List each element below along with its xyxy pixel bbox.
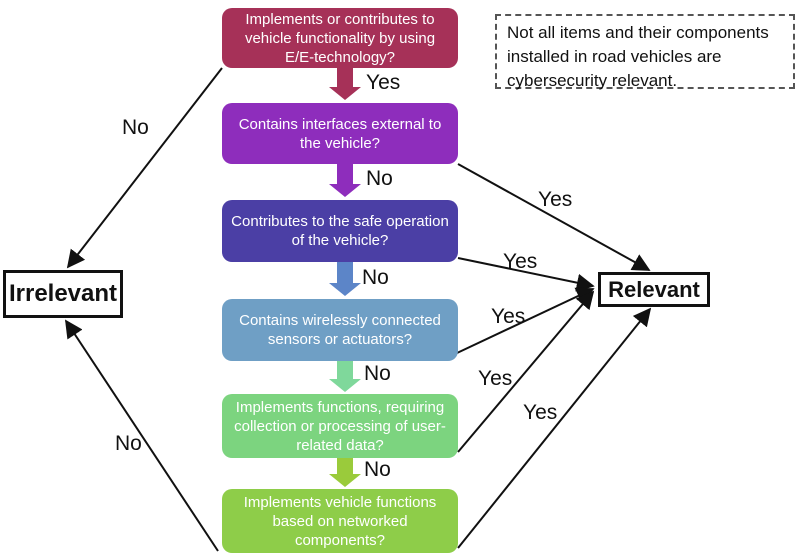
edge-q1-no-line (66, 67, 223, 269)
edge-label-q5-no: No (364, 458, 391, 481)
edge-q5-yes-line (457, 290, 595, 453)
edge-label-q2-yes-diagonal: Yes (538, 188, 573, 211)
question-label-networked-components: Implements vehicle functions based on ne… (243, 493, 437, 549)
outcome-box-relevant: Relevant (598, 272, 710, 307)
edge-label-q5-yes-diagonal: Yes (478, 367, 513, 390)
down-arrow-q4-no-icon (329, 361, 361, 392)
question-box-ee-technology: Implements or contributes to vehicle fun… (222, 8, 458, 68)
edge-q4-yes-line (456, 287, 595, 354)
outcome-label-irrelevant: Irrelevant (8, 280, 118, 307)
down-arrow-q5-no-icon (329, 458, 361, 487)
outcome-label-relevant: Relevant (608, 276, 700, 302)
edge-label-q4-no: No (364, 362, 391, 385)
note-box: Not all items and their components insta… (495, 14, 795, 90)
question-label-safe-operation: Contributes to the safe operation of the… (231, 213, 449, 249)
question-label-user-data: Implements functions, requiring collecti… (234, 398, 446, 454)
edge-label-q6-yes-diagonal: Yes (523, 401, 558, 424)
outcome-box-irrelevant: Irrelevant (3, 270, 123, 318)
question-box-safe-operation: Contributes to the safe operation of the… (222, 200, 458, 262)
edge-label-q3-yes-diagonal: Yes (503, 250, 538, 273)
question-box-external-interfaces: Contains interfaces external to the vehi… (222, 103, 458, 164)
edge-q6-yes-line (457, 307, 652, 549)
edge-label-q2-no: No (366, 167, 393, 190)
edge-q3-yes-line (457, 257, 595, 292)
edge-label-q1-no-diagonal: No (122, 116, 149, 139)
edge-label-q1-yes: Yes (366, 71, 401, 94)
question-box-wireless-sensors: Contains wirelessly connected sensors or… (222, 299, 458, 361)
down-arrow-q1-yes-icon (329, 68, 361, 100)
note-text: Not all items and their components insta… (507, 23, 769, 90)
question-label-wireless-sensors: Contains wirelessly connected sensors or… (239, 312, 441, 348)
question-label-ee-technology: Implements or contributes to vehicle fun… (244, 10, 436, 66)
question-box-networked-components: Implements vehicle functions based on ne… (222, 489, 458, 553)
edge-label-q6-no-diagonal: No (115, 432, 142, 455)
edge-label-q3-no: No (362, 266, 389, 289)
question-box-user-data: Implements functions, requiring collecti… (222, 394, 458, 458)
edge-q2-yes-line (457, 163, 651, 271)
question-label-external-interfaces: Contains interfaces external to the vehi… (238, 115, 442, 152)
down-arrow-q3-no-icon (329, 262, 361, 296)
edge-label-q4-yes-diagonal: Yes (491, 305, 526, 328)
edge-q6-no-line (65, 319, 219, 552)
down-arrow-q2-no-icon (329, 164, 361, 197)
